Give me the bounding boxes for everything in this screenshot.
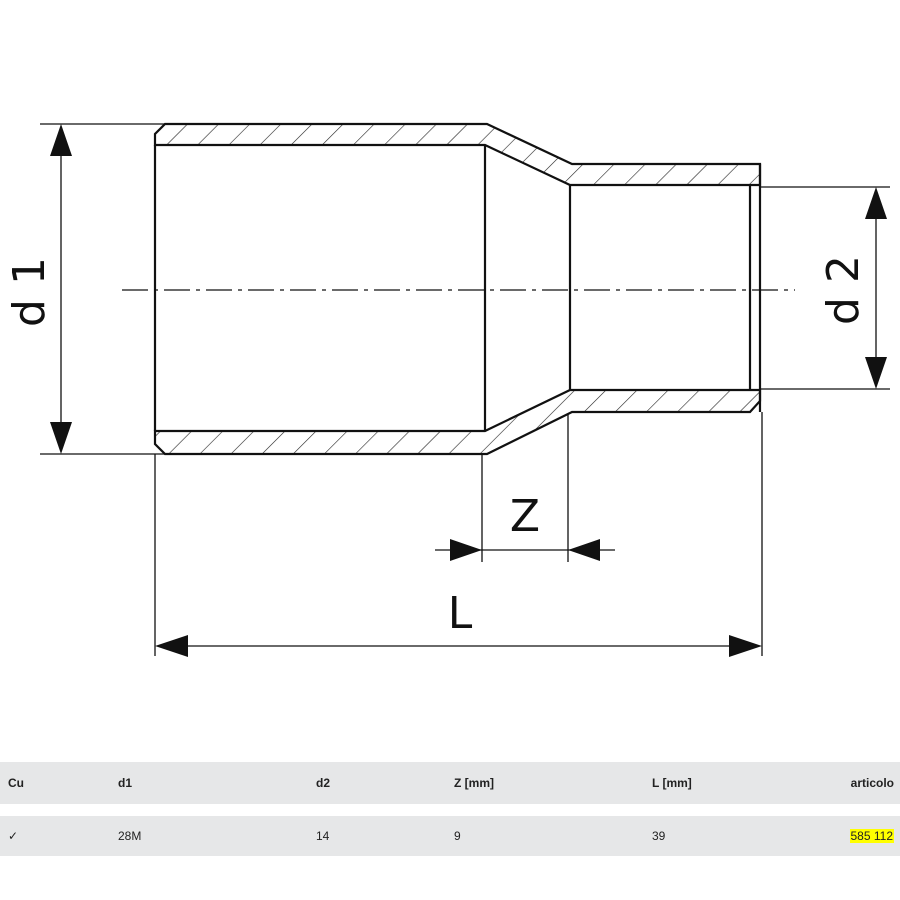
spec-table: Cu d1 d2 Z [mm] L [mm] articolo ✓ 28M 14… [0, 762, 900, 856]
top-wall [153, 122, 762, 187]
d1-label: d 1 [4, 257, 55, 327]
header-d1: d1 [110, 762, 308, 804]
cell-articolo: 585 112 [782, 816, 900, 856]
d1-arrow-top [50, 124, 72, 156]
l-arrow-left [155, 635, 188, 657]
l-label: L [448, 588, 473, 639]
reducer-drawing: d 1 d 2 Z L [4, 122, 890, 657]
bottom-wall [153, 388, 762, 456]
header-d2: d2 [308, 762, 446, 804]
table-row: ✓ 28M 14 9 39 585 112 [0, 816, 900, 856]
header-z: Z [mm] [446, 762, 644, 804]
z-arrow-right [568, 539, 600, 561]
d2-arrow-bottom [865, 357, 887, 389]
d1-arrow-bottom [50, 422, 72, 454]
d2-arrow-top [865, 187, 887, 219]
d2-label: d 2 [818, 255, 869, 325]
header-articolo: articolo [782, 762, 900, 804]
cell-l: 39 [644, 816, 782, 856]
header-cu: Cu [0, 762, 110, 804]
article-number: 585 112 [849, 829, 894, 843]
l-arrow-right [729, 635, 762, 657]
cell-cu: ✓ [0, 816, 110, 856]
table-gap [0, 804, 900, 816]
cell-d1: 28M [110, 816, 308, 856]
cell-d2: 14 [308, 816, 446, 856]
z-label: Z [510, 491, 540, 542]
table-header-row: Cu d1 d2 Z [mm] L [mm] articolo [0, 762, 900, 804]
header-l: L [mm] [644, 762, 782, 804]
z-arrow-left [450, 539, 482, 561]
cell-z: 9 [446, 816, 644, 856]
